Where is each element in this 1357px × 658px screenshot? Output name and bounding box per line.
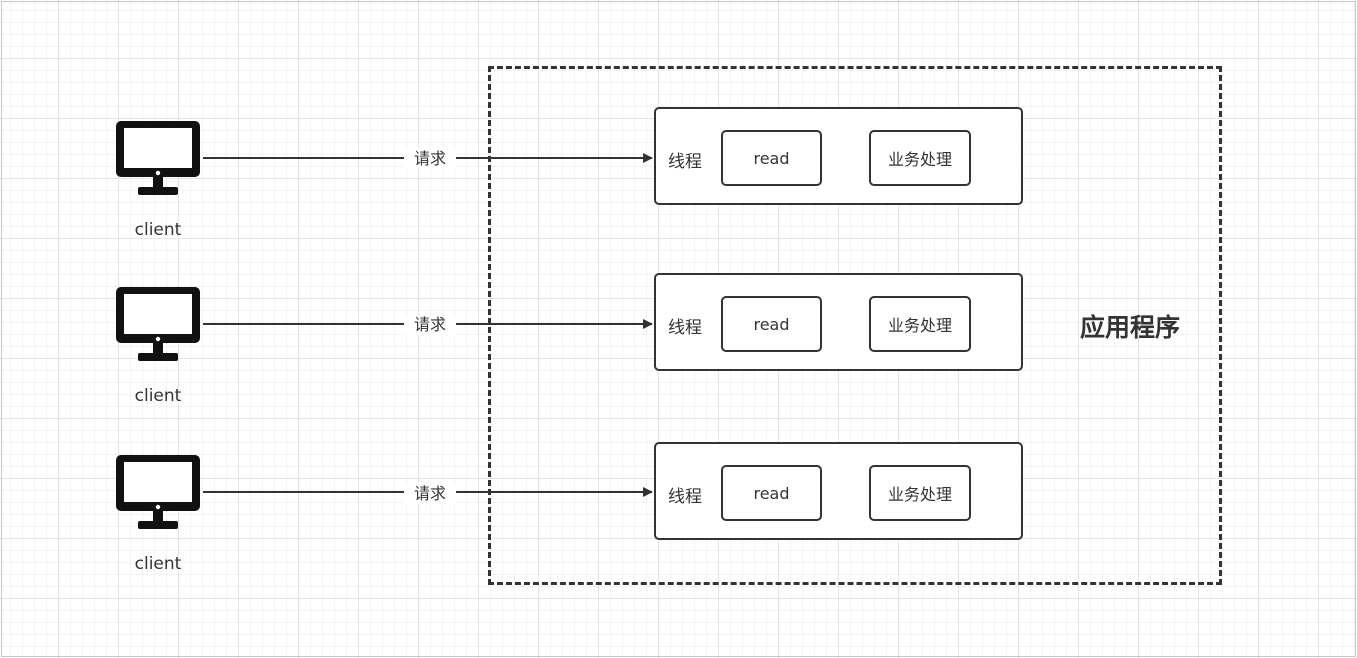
thread-label: 线程 — [668, 152, 702, 172]
request-label: 请求 — [404, 484, 456, 504]
client-label: client — [134, 386, 182, 406]
application-container[interactable] — [488, 66, 1222, 585]
client-label: client — [134, 554, 182, 574]
request-label: 请求 — [404, 149, 456, 169]
thread-label: 线程 — [668, 318, 702, 338]
read-box[interactable]: read — [721, 465, 822, 521]
client-label: client — [134, 220, 182, 240]
business-processing-box[interactable]: 业务处理 — [869, 465, 971, 521]
desktop-monitor-icon[interactable] — [114, 119, 202, 197]
desktop-monitor-icon[interactable] — [114, 453, 202, 531]
request-label: 请求 — [404, 315, 456, 335]
application-title: 应用程序 — [1079, 313, 1180, 342]
thread-label: 线程 — [668, 487, 702, 507]
read-box[interactable]: read — [721, 296, 822, 352]
business-processing-box[interactable]: 业务处理 — [869, 130, 971, 186]
business-processing-box[interactable]: 业务处理 — [869, 296, 971, 352]
desktop-monitor-icon[interactable] — [114, 285, 202, 363]
read-box[interactable]: read — [721, 130, 822, 186]
